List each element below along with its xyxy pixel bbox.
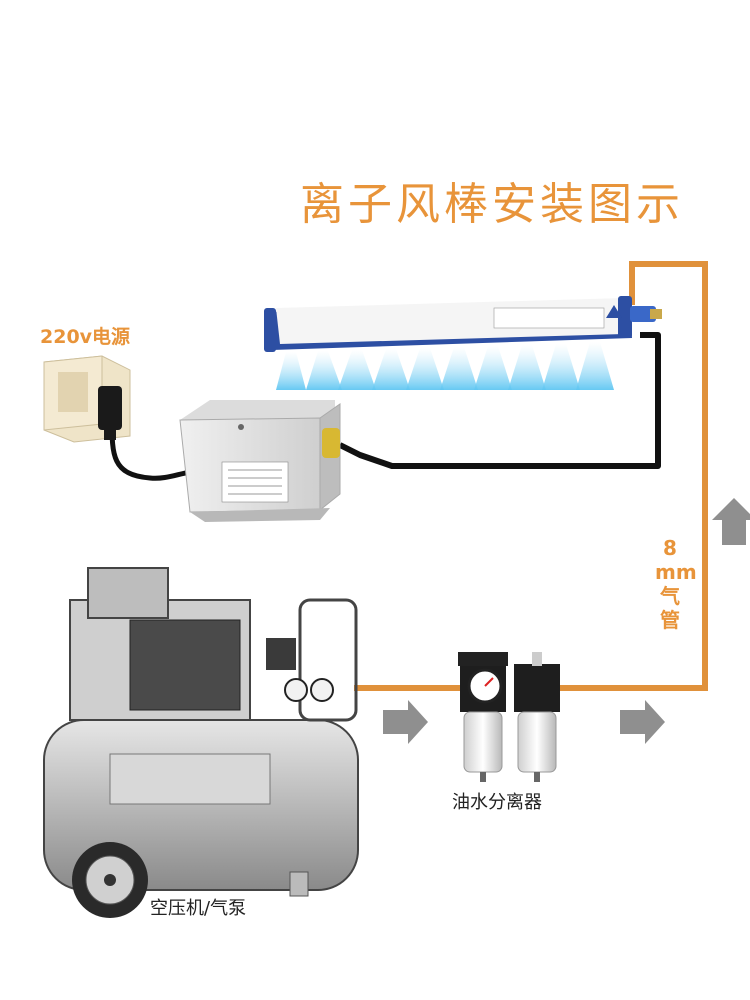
page-title: 离子风棒安装图示	[300, 179, 684, 230]
power-cord	[109, 419, 201, 481]
separator-label: 油水分离器	[452, 792, 542, 813]
flow-arrow-icon	[620, 700, 665, 744]
ion-spray	[276, 342, 614, 390]
filter-regulator-icon	[458, 652, 560, 782]
flow-arrow-icon	[383, 700, 428, 744]
pipe-size: 8	[663, 536, 677, 560]
compressor-label: 空压机/气泵	[150, 898, 247, 919]
pipe-unit: mm	[655, 560, 697, 584]
pipe-name-2: 管	[660, 608, 680, 632]
ion-bar-icon	[264, 296, 662, 352]
air-pipe-label: 8 mm 气 管	[655, 536, 697, 632]
flow-arrow-icon	[712, 498, 750, 545]
pipe-name-1: 气	[660, 584, 680, 608]
hv-cable	[338, 332, 661, 469]
transformer-box-icon	[179, 400, 341, 522]
power-plug-icon	[98, 386, 122, 440]
power-label: 220v电源	[40, 326, 131, 348]
air-compressor-icon	[43, 567, 359, 918]
air-line	[354, 261, 708, 691]
